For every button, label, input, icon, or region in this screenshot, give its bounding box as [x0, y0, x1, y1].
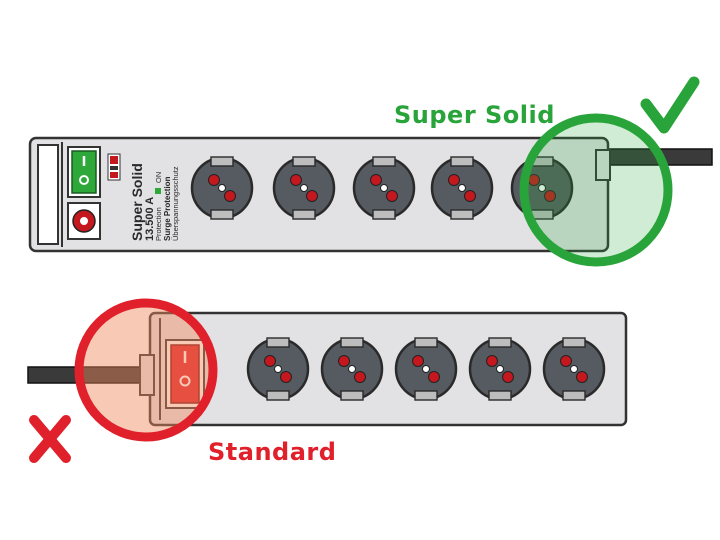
x-mark-icon [29, 415, 71, 463]
socket-icon [352, 155, 416, 221]
end-cap [37, 144, 59, 245]
socket-icon [542, 336, 606, 402]
ueberspannungsschutz-text: Überspannungsschutz [171, 166, 180, 241]
rating-text: 13.500 A [144, 197, 156, 241]
standard-highlight [74, 298, 218, 442]
green-highlight-circle [519, 113, 673, 267]
socket-icon [190, 155, 254, 221]
standard-label: Standard [208, 438, 337, 466]
protection-led-icon [155, 188, 161, 194]
overload-reset-button-icon [67, 202, 101, 240]
socket-icon [320, 336, 384, 402]
socket-icon [430, 155, 494, 221]
red-rocker-switch-icon [165, 339, 205, 409]
protection-on-text: ON [154, 172, 163, 183]
socket-icon [272, 155, 336, 221]
check-mark-icon [640, 76, 700, 134]
socket-icon [468, 336, 532, 402]
strip-labeling: Super Solid 13.500 A Protection ON Surge… [129, 163, 180, 241]
surge-protection-text: Surge Protection [163, 176, 172, 241]
socket-icon [394, 336, 458, 402]
super-solid-highlight [519, 113, 673, 267]
protection-text: Protection [154, 207, 163, 241]
red-highlight-circle [74, 298, 218, 442]
brand-logo-icon [107, 153, 121, 181]
cable-strain-relief [595, 149, 611, 181]
green-rocker-switch-icon [67, 146, 101, 198]
cable-strain-relief [139, 354, 155, 396]
super-solid-power-strip: Super Solid 13.500 A Protection ON Surge… [28, 136, 713, 253]
standard-power-strip [27, 311, 628, 427]
brand-name-text: Super Solid [129, 163, 145, 241]
super-solid-label: Super Solid [394, 101, 555, 129]
socket-icon [246, 336, 310, 402]
